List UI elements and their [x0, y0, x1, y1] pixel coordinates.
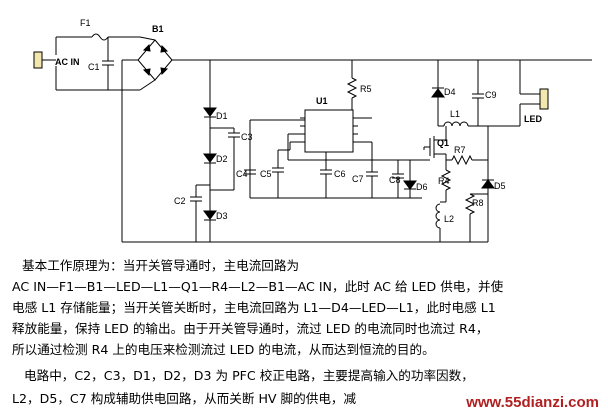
- diode-d4: [431, 87, 445, 98]
- text-line-5: 所以通过检测 R4 上的电压来检测流过 LED 的电流，从而达到恒流的目的。: [12, 342, 435, 357]
- text-line-1: 基本工作原理为：当开关管导通时，主电流回路为: [22, 258, 300, 273]
- capacitor-c7: [366, 171, 378, 177]
- text-line-7: L2，D5，C7 构成辅助供电回路，从而关断 HV 脚的供电，减: [12, 391, 357, 406]
- label-d3: D3: [216, 211, 228, 221]
- label-c2: C2: [174, 196, 186, 206]
- capacitor-c5: [272, 167, 284, 173]
- label-l1: L1: [450, 109, 460, 119]
- ac-input-connector: [33, 51, 56, 69]
- resistor-r7: [451, 154, 473, 166]
- label-c4: C4: [236, 169, 248, 179]
- label-c9: C9: [485, 90, 497, 100]
- capacitor-c4: [244, 169, 256, 175]
- diode-d2: [203, 153, 217, 164]
- text-line-3: 电感 L1 存储能量；当开关管关断时，主电流回路为 L1—D4—LED—L1，此…: [12, 300, 496, 315]
- bridge-rectifier-b1: [137, 36, 178, 91]
- capacitor-c2: [190, 196, 202, 202]
- label-d6: D6: [416, 182, 428, 192]
- led-output-connector: [539, 88, 549, 110]
- label-f1: F1: [80, 18, 91, 28]
- label-led: LED: [524, 114, 543, 124]
- resistor-r5: [346, 77, 358, 99]
- label-c8: C8: [389, 175, 401, 185]
- text-line-4: 释放能量，保持 LED 的输出。由于开关管导通时，流过 LED 的电流同时也流过…: [12, 321, 489, 336]
- label-d5: D5: [494, 181, 506, 191]
- label-r7: R7: [454, 145, 466, 155]
- label-r5: R5: [360, 84, 372, 94]
- diode-d3: [203, 210, 217, 221]
- capacitor-c6: [320, 169, 332, 175]
- diode-d5: [481, 179, 495, 189]
- label-q1: Q1: [437, 138, 449, 148]
- capacitor-c9: [472, 93, 484, 99]
- label-r4: R4: [438, 176, 450, 186]
- label-c5: C5: [260, 169, 272, 179]
- label-c6: C6: [334, 169, 346, 179]
- text-line-2: AC IN—F1—B1—LED—L1—Q1—R4—L2—B1—AC IN，此时 …: [12, 279, 504, 294]
- inductor-l1: [443, 121, 469, 127]
- inductor-l2: [435, 203, 441, 229]
- label-d4: D4: [444, 87, 456, 97]
- fuse-f1: [91, 33, 109, 41]
- label-b1: B1: [152, 24, 164, 34]
- label-c7: C7: [352, 174, 364, 184]
- ic-u1: [300, 109, 358, 153]
- diode-d6: [403, 180, 417, 190]
- label-c3: C3: [241, 132, 253, 142]
- resistor-r4: [440, 169, 452, 191]
- capacitor-c3: [228, 132, 240, 138]
- resistor-r8: [464, 193, 476, 215]
- label-ac-in: AC IN: [55, 57, 80, 67]
- label-c1: C1: [88, 62, 100, 72]
- watermark: www.55dianzi.com: [463, 394, 602, 411]
- label-r8: R8: [472, 198, 484, 208]
- label-d2: D2: [216, 154, 228, 164]
- label-d1: D1: [216, 111, 228, 121]
- text-line-6: 电路中，C2，C3，D1，D2，D3 为 PFC 校正电路，主要提高输入的功率因…: [24, 368, 474, 383]
- label-u1: U1: [316, 96, 328, 106]
- label-l2: L2: [444, 214, 454, 224]
- mosfet-q1: [429, 126, 447, 170]
- diode-d1: [203, 107, 217, 118]
- capacitor-c1: [102, 37, 114, 90]
